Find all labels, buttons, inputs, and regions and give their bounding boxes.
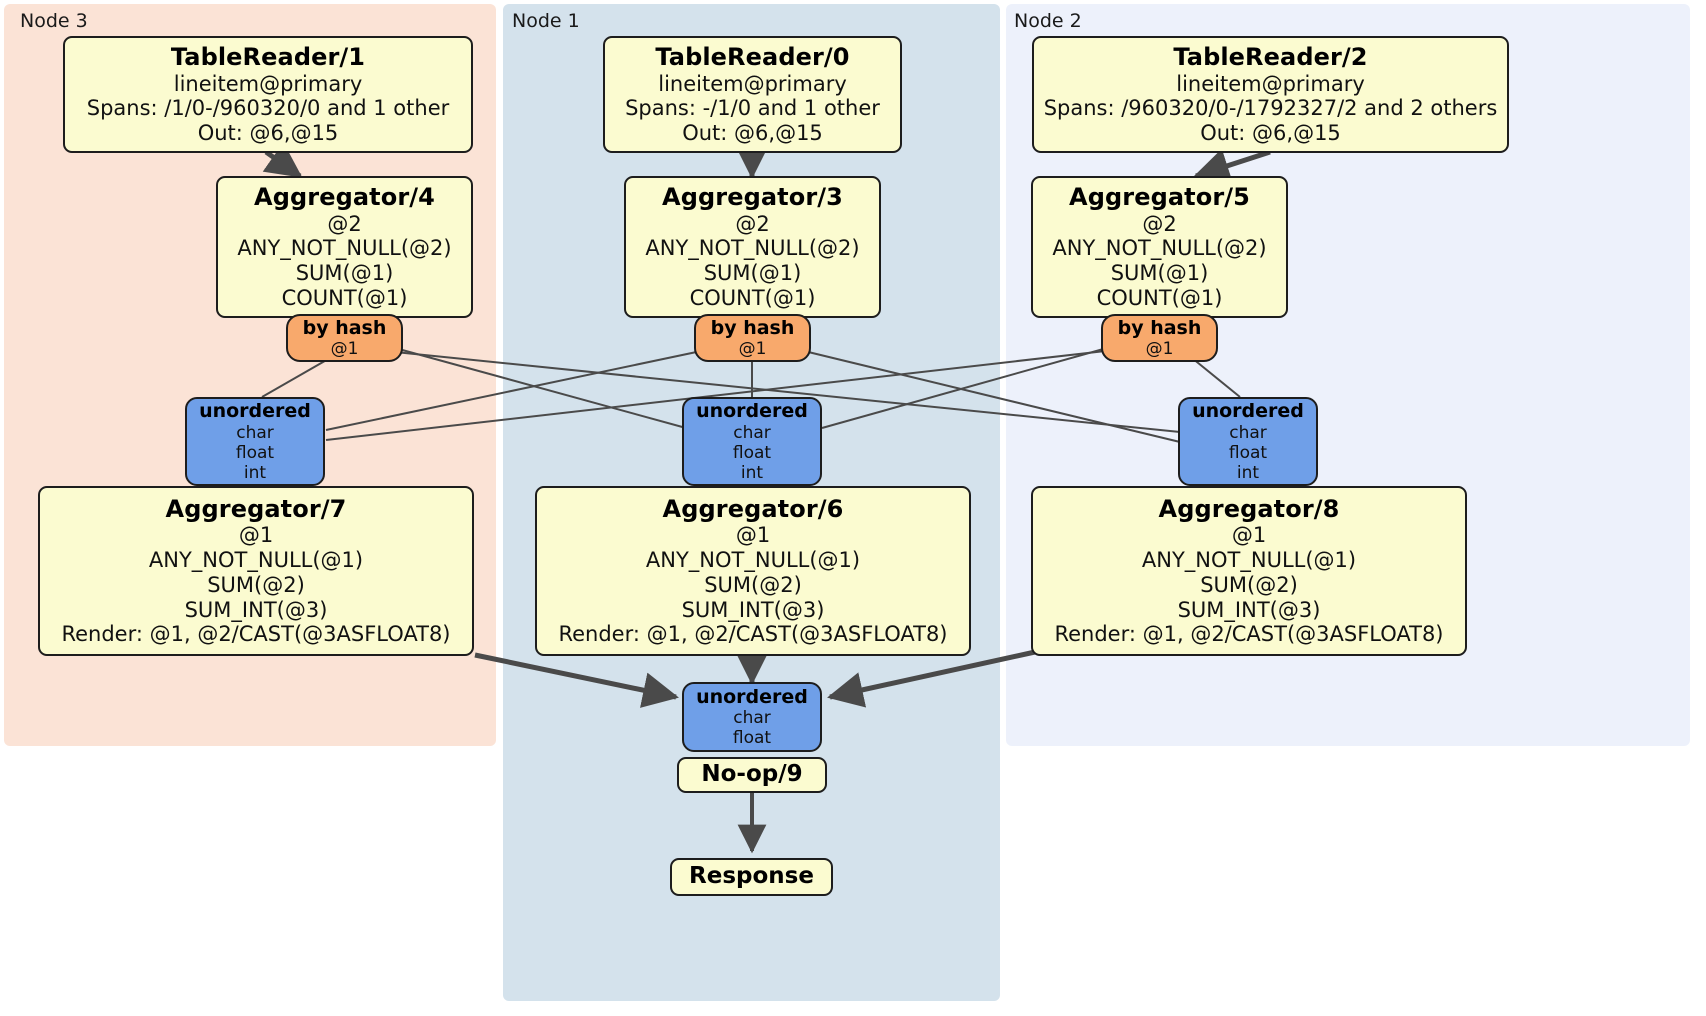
node-line: ANY_NOT_NULL(@2) <box>645 236 860 261</box>
processor-aggregator-5[interactable]: Aggregator/5 @2 ANY_NOT_NULL(@2) SUM(@1)… <box>1031 176 1288 318</box>
node-title: Aggregator/5 <box>1069 183 1250 212</box>
processor-aggregator-7[interactable]: Aggregator/7 @1 ANY_NOT_NULL(@1) SUM(@2)… <box>38 486 474 656</box>
node-line: COUNT(@1) <box>689 285 816 310</box>
router-line: @1 <box>1145 339 1174 360</box>
panel-label-node2: Node 2 <box>1014 10 1082 32</box>
node-title: Aggregator/6 <box>662 494 844 523</box>
receiver-title: unordered <box>696 400 808 423</box>
node-line: Out: @6,@15 <box>197 121 339 146</box>
node-line: SUM(@1) <box>1110 261 1209 286</box>
node-line: @2 <box>735 211 770 236</box>
receiver-line: char <box>236 422 274 443</box>
node-title: TableReader/0 <box>655 43 850 72</box>
node-line: SUM(@1) <box>295 261 394 286</box>
processor-response[interactable]: Response <box>670 858 833 896</box>
processor-noop-9[interactable]: No-op/9 <box>677 757 827 793</box>
node-line: @2 <box>327 211 362 236</box>
router-by-hash-right[interactable]: by hash @1 <box>1101 314 1218 362</box>
node-line: ANY_NOT_NULL(@1) <box>645 548 861 572</box>
receiver-line: int <box>1236 462 1260 483</box>
node-line: ANY_NOT_NULL(@1) <box>1141 548 1357 572</box>
node-title: Response <box>689 863 814 890</box>
node-line: lineitem@primary <box>658 71 847 96</box>
receiver-line: int <box>740 462 764 483</box>
node-line: SUM_INT(@3) <box>1177 597 1321 622</box>
node-line: SUM(@2) <box>704 572 802 597</box>
processor-tablereader-1[interactable]: TableReader/1 lineitem@primary Spans: /1… <box>63 36 473 153</box>
node-line: lineitem@primary <box>173 71 363 96</box>
node-line: COUNT(@1) <box>1096 285 1223 310</box>
node-line: Out: @6,@15 <box>682 121 823 146</box>
receiver-unordered-right[interactable]: unordered char float int <box>1178 397 1318 486</box>
node-title: No-op/9 <box>701 761 803 788</box>
node-line: Render: @1, @2/CAST(@3ASFLOAT8) <box>61 622 451 647</box>
node-title: TableReader/2 <box>1173 43 1368 72</box>
processor-aggregator-6[interactable]: Aggregator/6 @1 ANY_NOT_NULL(@1) SUM(@2)… <box>535 486 971 656</box>
processor-aggregator-3[interactable]: Aggregator/3 @2 ANY_NOT_NULL(@2) SUM(@1)… <box>624 176 881 318</box>
node-line: Spans: -/1/0 and 1 other <box>625 96 880 121</box>
node-line: @1 <box>1231 523 1267 548</box>
processor-aggregator-4[interactable]: Aggregator/4 @2 ANY_NOT_NULL(@2) SUM(@1)… <box>216 176 473 318</box>
node-line: ANY_NOT_NULL(@1) <box>148 548 364 572</box>
node-title: Aggregator/4 <box>254 183 435 212</box>
receiver-line: char <box>1229 422 1267 443</box>
receiver-title: unordered <box>696 685 808 708</box>
processor-tablereader-0[interactable]: TableReader/0 lineitem@primary Spans: -/… <box>603 36 902 153</box>
node-title: Aggregator/7 <box>165 494 347 523</box>
node-line: ANY_NOT_NULL(@2) <box>1052 236 1267 261</box>
node-line: @2 <box>1142 211 1177 236</box>
router-by-hash-center[interactable]: by hash @1 <box>694 314 811 362</box>
router-line: @1 <box>738 339 767 360</box>
node-line: Spans: /1/0-/960320/0 and 1 other <box>86 96 450 121</box>
node-line: SUM_INT(@3) <box>681 597 825 622</box>
receiver-line: char <box>733 708 771 729</box>
node-line: SUM(@1) <box>703 261 802 286</box>
receiver-line: float <box>235 442 275 463</box>
receiver-unordered-final[interactable]: unordered char float <box>682 682 822 752</box>
node-title: Aggregator/3 <box>662 183 843 212</box>
receiver-line: float <box>1228 442 1268 463</box>
router-title: by hash <box>302 316 387 339</box>
node-line: @1 <box>735 523 771 548</box>
receiver-line: float <box>732 442 772 463</box>
receiver-unordered-left[interactable]: unordered char float int <box>185 397 325 486</box>
node-line: SUM(@2) <box>207 572 305 597</box>
receiver-line: char <box>733 422 771 443</box>
router-title: by hash <box>710 316 795 339</box>
receiver-title: unordered <box>1192 400 1304 423</box>
node-line: @1 <box>238 523 274 548</box>
node-title: Aggregator/8 <box>1158 494 1340 523</box>
panel-label-node3: Node 3 <box>20 10 88 32</box>
panel-label-node1: Node 1 <box>512 10 580 32</box>
node-line: Out: @6,@15 <box>1200 121 1341 146</box>
node-title: TableReader/1 <box>170 43 366 72</box>
receiver-title: unordered <box>199 400 311 423</box>
node-line: COUNT(@1) <box>281 285 408 310</box>
node-line: ANY_NOT_NULL(@2) <box>237 236 452 261</box>
processor-tablereader-2[interactable]: TableReader/2 lineitem@primary Spans: /9… <box>1032 36 1509 153</box>
router-line: @1 <box>330 339 359 360</box>
node-line: Render: @1, @2/CAST(@3ASFLOAT8) <box>558 622 948 647</box>
processor-aggregator-8[interactable]: Aggregator/8 @1 ANY_NOT_NULL(@1) SUM(@2)… <box>1031 486 1467 656</box>
node-line: SUM(@2) <box>1200 572 1298 597</box>
receiver-unordered-center[interactable]: unordered char float int <box>682 397 822 486</box>
receiver-line: int <box>243 462 267 483</box>
node-line: Spans: /960320/0-/1792327/2 and 2 others <box>1043 96 1498 121</box>
node-line: Render: @1, @2/CAST(@3ASFLOAT8) <box>1054 622 1444 647</box>
router-by-hash-left[interactable]: by hash @1 <box>286 314 403 362</box>
receiver-line: float <box>732 728 772 749</box>
node-line: lineitem@primary <box>1176 71 1365 96</box>
router-title: by hash <box>1117 316 1202 339</box>
node-line: SUM_INT(@3) <box>184 597 328 622</box>
